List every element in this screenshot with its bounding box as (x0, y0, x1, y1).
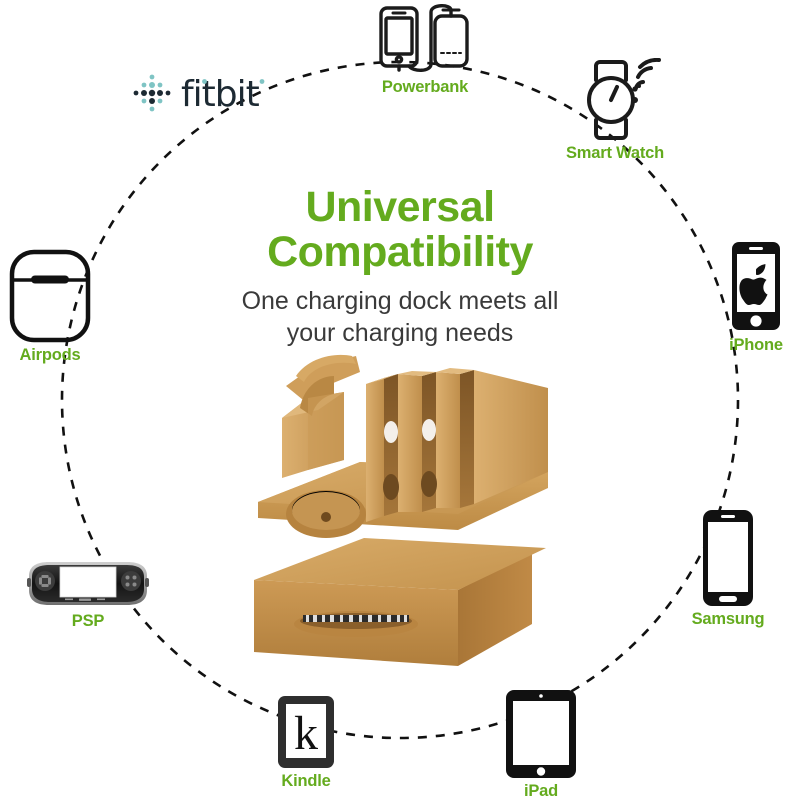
node-label-powerbank: Powerbank (381, 78, 469, 96)
node-powerbank: Powerbank (355, 2, 495, 97)
node-label-samsung: Samsung (691, 610, 765, 628)
node-fitbit: fitbit (124, 70, 284, 116)
node-airpods: Airpods (0, 248, 100, 365)
fitbit-wordmark: fitbit (181, 74, 260, 115)
phone-and-powerbank-icon (379, 4, 469, 72)
node-psp: PSP (18, 556, 158, 631)
dock-base (254, 538, 546, 666)
fitbit-dot-logo-icon: fitbit (133, 74, 265, 115)
iphone-icon (732, 242, 780, 330)
subtitle-line-1: One charging dock meets all (241, 287, 559, 315)
airpods-case-icon (9, 249, 91, 343)
headline: Universal Compatibility (190, 186, 610, 274)
dock-round-recess (286, 490, 366, 538)
subtitle-line-2: your charging needs (286, 319, 514, 347)
node-label-ipad: iPad (523, 782, 559, 800)
node-smartwatch: Smart Watch (545, 58, 685, 163)
node-label-kindle: Kindle (281, 772, 331, 790)
smart-watch-icon (587, 58, 661, 140)
psp-handheld-icon (27, 562, 149, 605)
headline-line-1: Universal (305, 183, 495, 231)
node-kindle: k Kindle (256, 694, 356, 791)
headline-line-2: Compatibility (267, 228, 533, 276)
dock-watch-stand (282, 354, 360, 478)
node-label-smartwatch: Smart Watch (565, 144, 665, 162)
bamboo-charging-dock-image (248, 352, 554, 672)
ipad-icon (506, 690, 576, 778)
svg-text:k: k (294, 707, 318, 760)
samsung-phone-icon (703, 510, 753, 606)
node-label-iphone: iPhone (729, 336, 783, 354)
dock-cable-slot (294, 611, 418, 637)
node-iphone: iPhone (712, 240, 800, 355)
node-label-psp: PSP (71, 612, 105, 630)
node-samsung: Samsung (668, 508, 788, 629)
node-ipad: iPad (487, 688, 595, 801)
node-label-airpods: Airpods (19, 346, 81, 364)
subtitle: One charging dock meets all your chargin… (185, 285, 615, 349)
kindle-ereader-icon: k (278, 696, 334, 768)
